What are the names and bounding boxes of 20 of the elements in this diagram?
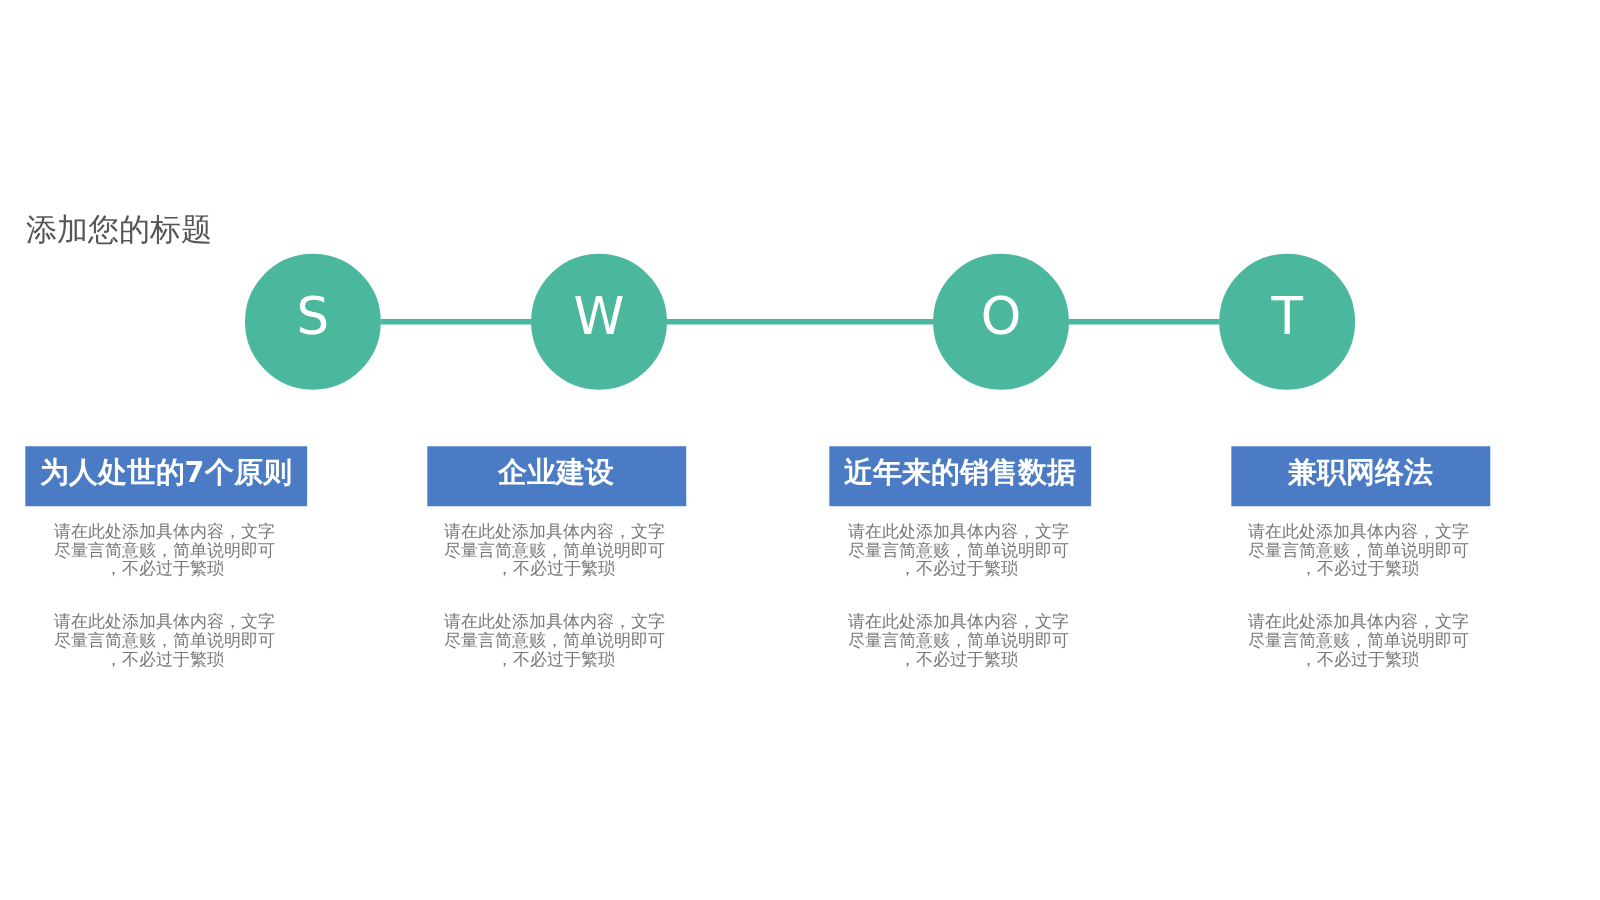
node-label: 请在此处添加具体内容，文字尽量言简意赅，简单说明即可，不必过于繁琐 (444, 520, 666, 578)
node-label: 请在此处添加具体内容，文字尽量言简意赅，简单说明即可，不必过于繁琐 (1248, 610, 1470, 669)
node-circle: O (933, 253, 1069, 390)
node-box: 企业建设 (427, 445, 687, 506)
diagram-title: 添加您的标题 (26, 210, 213, 247)
node-circle: T (1219, 253, 1356, 390)
node-box: 近年来的销售数据 (829, 445, 1092, 506)
node-circle: S (244, 253, 381, 390)
connector (666, 318, 934, 325)
node-label: 请在此处添加具体内容，文字尽量言简意赅，简单说明即可，不必过于繁琐 (444, 610, 666, 669)
node-box: 为人处世的7个原则 (25, 445, 308, 506)
node-box: 兼职网络法 (1231, 445, 1491, 506)
node-label: 请在此处添加具体内容，文字尽量言简意赅，简单说明即可，不必过于繁琐 (847, 610, 1069, 669)
node-label: 请在此处添加具体内容，文字尽量言简意赅，简单说明即可，不必过于繁琐 (1248, 520, 1470, 578)
connector (380, 318, 532, 325)
connector (1068, 318, 1220, 325)
node-label: 请在此处添加具体内容，文字尽量言简意赅，简单说明即可，不必过于繁琐 (53, 520, 275, 578)
node-label: 请在此处添加具体内容，文字尽量言简意赅，简单说明即可，不必过于繁琐 (53, 610, 275, 669)
node-label: 请在此处添加具体内容，文字尽量言简意赅，简单说明即可，不必过于繁琐 (847, 520, 1069, 578)
node-circle: W (531, 253, 667, 390)
